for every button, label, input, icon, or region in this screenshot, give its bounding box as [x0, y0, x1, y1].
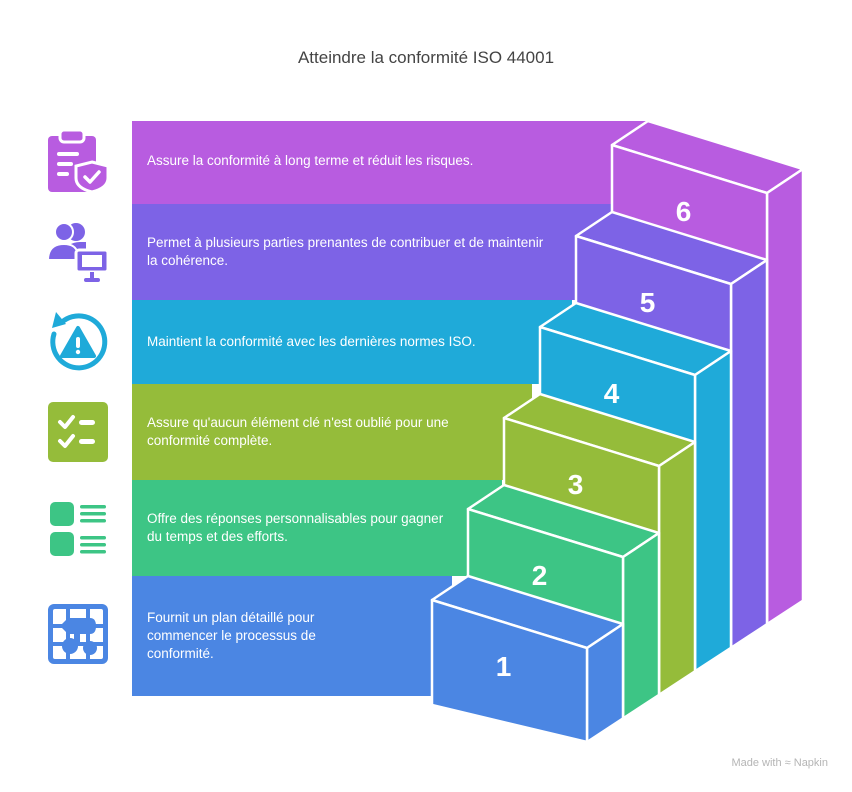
step-1-front-face	[430, 598, 589, 744]
step-2-side-face	[621, 531, 661, 720]
band-step-5: Permet à plusieurs parties prenantes de …	[132, 204, 612, 300]
workflow-diagram-icon	[48, 604, 108, 664]
watermark-label: Made with	[731, 757, 782, 769]
step-3-number: 3	[568, 469, 584, 500]
step-5-number: 5	[640, 287, 656, 318]
band-step-2: Offre des réponses personnalisables pour…	[132, 480, 502, 576]
step-4-number: 4	[604, 378, 620, 409]
step-6-number: 6	[676, 196, 692, 227]
band-step-6: Assure la conformité à long terme et réd…	[132, 121, 652, 204]
clipboard-shield-icon	[48, 128, 110, 192]
watermark-brand: Napkin	[793, 757, 828, 769]
step-3-side-face	[657, 440, 697, 697]
collaboration-icon	[46, 222, 110, 282]
napkin-watermark: Made with ≈ Napkin	[731, 757, 828, 769]
step-6-description: Assure la conformité à long terme et réd…	[147, 153, 474, 168]
step-6-side-face	[765, 167, 805, 626]
step-1-description: Fournit un plan détaillé pour commencer …	[147, 610, 316, 661]
step-4-side-face	[693, 349, 733, 673]
band-step-1: Fournit un plan détaillé pour commencer …	[132, 576, 452, 696]
step-4-description: Maintient la conformité avec les dernièr…	[147, 334, 476, 349]
update-warning-icon	[50, 312, 108, 371]
step-5-side-face	[729, 258, 769, 650]
band-step-4: Maintient la conformité avec les dernièr…	[132, 300, 572, 384]
band-step-3: Assure qu'aucun élément clé n'est oublié…	[132, 384, 532, 480]
step-5-description: Permet à plusieurs parties prenantes de …	[147, 235, 544, 268]
napkin-logo-icon: ≈	[784, 757, 791, 769]
step-2-number: 2	[532, 560, 548, 591]
diagram-title: Atteindre la conformité ISO 44001	[297, 48, 555, 67]
template-list-icon	[50, 502, 106, 556]
step-2-description: Offre des réponses personnalisables pour…	[147, 511, 444, 544]
checklist-icon	[48, 402, 108, 462]
step-3-description: Assure qu'aucun élément clé n'est oublié…	[147, 415, 449, 448]
step-1-number: 1	[496, 651, 512, 682]
